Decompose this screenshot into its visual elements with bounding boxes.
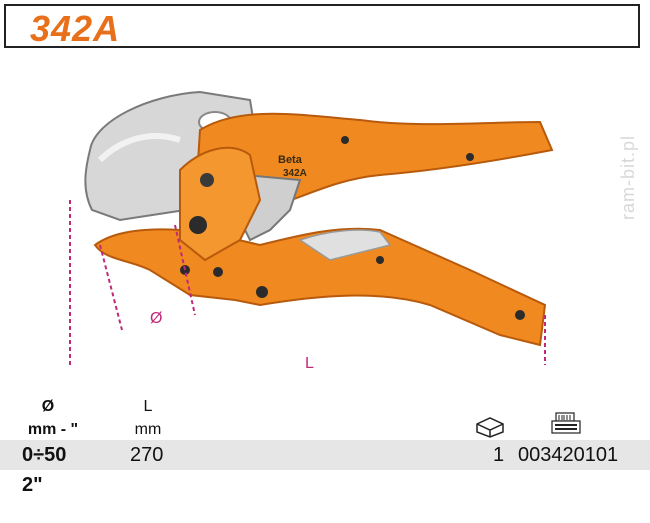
dim-diameter-right <box>174 224 196 316</box>
rivet-icon <box>256 286 268 298</box>
lower-inner-insert <box>298 229 392 261</box>
rivet-icon <box>376 256 384 264</box>
rivet-icon <box>213 267 223 277</box>
diameter-symbol-header: Ø <box>41 398 55 415</box>
rivet-icon <box>180 265 190 275</box>
length-symbol-header: L <box>143 398 153 415</box>
package-icon <box>475 416 505 443</box>
spec-row-band <box>0 440 650 470</box>
rivet-icon <box>466 153 474 161</box>
model-marking: 342A <box>283 168 307 179</box>
brand-marking: Beta <box>278 154 303 166</box>
product-image: Beta 342A Ø L <box>0 60 650 390</box>
rivet-icon <box>200 173 214 187</box>
diameter-dim-label: Ø <box>150 310 163 327</box>
length-unit-header: mm <box>134 421 162 438</box>
product-code-value: 003420101 <box>518 444 619 466</box>
diameter-mm-value: 0÷50 <box>22 444 67 466</box>
watermark: ram-bit.pl <box>618 134 638 220</box>
diameter-inch-value: 2" <box>22 474 43 496</box>
pipe-cutter-illustration: Beta 342A <box>69 90 554 365</box>
barcode-printer-icon <box>550 412 582 443</box>
rivet-icon <box>189 216 207 234</box>
length-dim-label: L <box>305 355 314 372</box>
dim-diameter-left <box>99 244 123 331</box>
quantity-value: 1 <box>493 444 505 466</box>
rivet-icon <box>515 310 525 320</box>
rivet-icon <box>341 136 349 144</box>
blade-highlight <box>97 133 181 163</box>
title-box: 342A <box>4 4 640 49</box>
diameter-unit-header: mm - " <box>27 421 79 438</box>
product-title: 342A <box>30 8 121 49</box>
length-value: 270 <box>130 444 164 466</box>
